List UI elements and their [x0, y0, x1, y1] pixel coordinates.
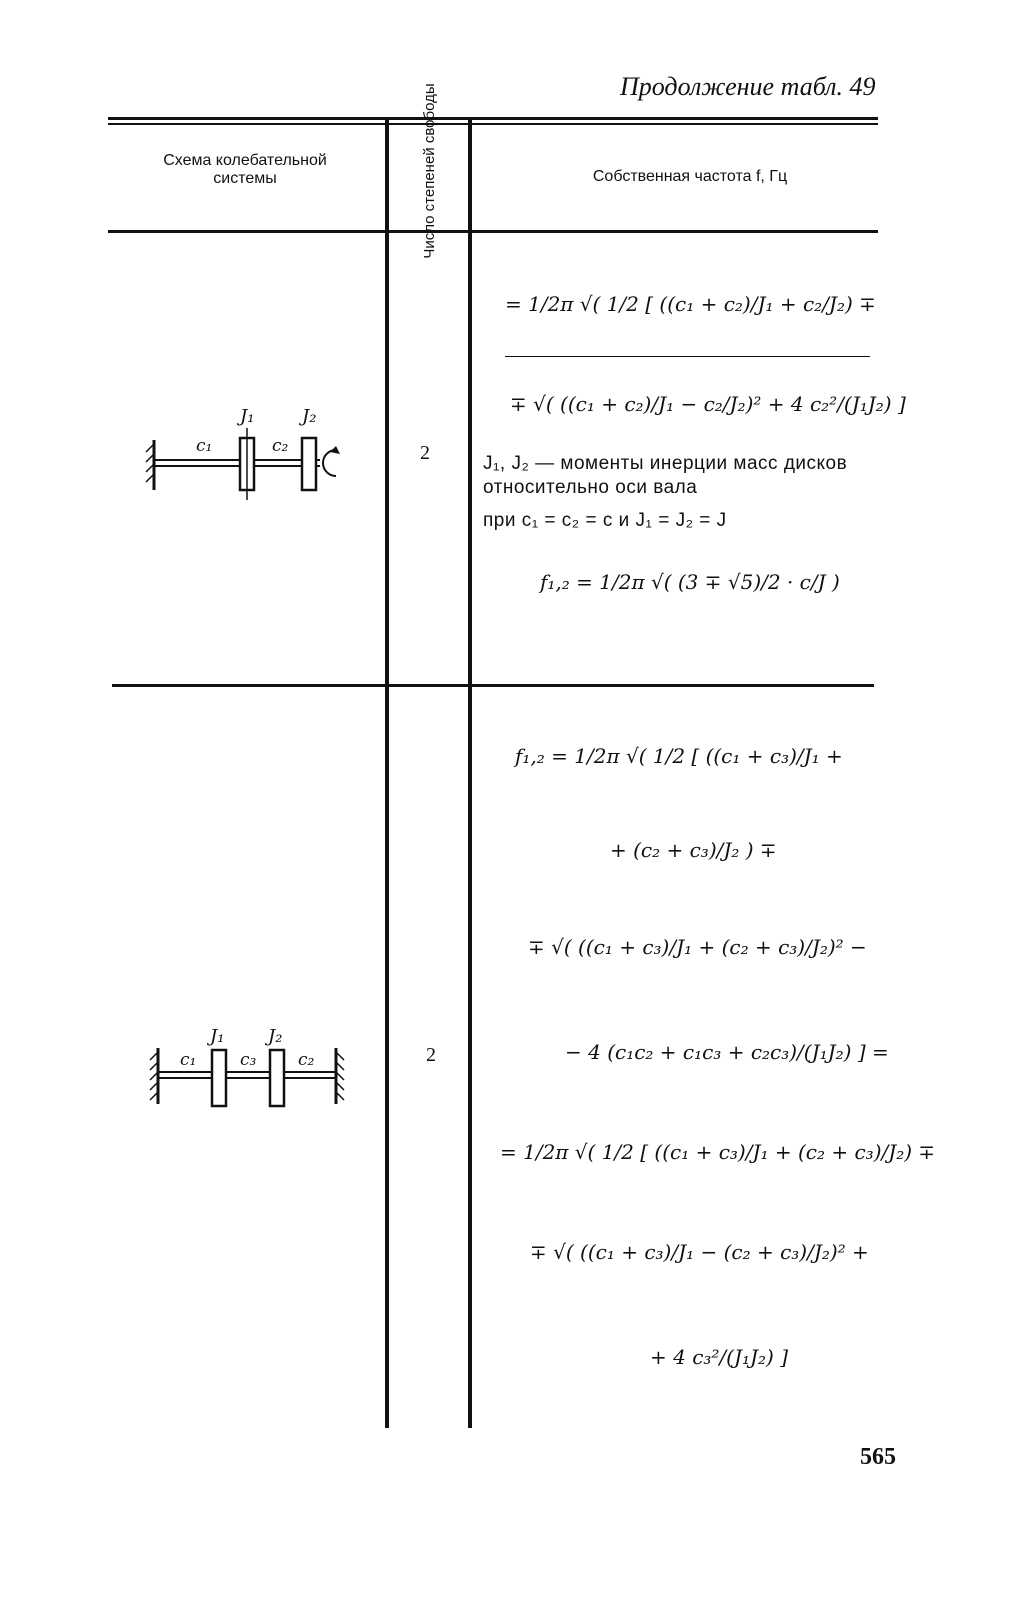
- row2-dof: 2: [426, 1044, 436, 1066]
- row-separator: [112, 684, 874, 687]
- row2-formula-line7: + 4 c₃²/(J₁J₂) ]: [650, 1345, 789, 1369]
- row1-label-c2: c₂: [272, 436, 289, 456]
- row1-note: J₁, J₂ — моменты инерции масс дисков отн…: [483, 453, 848, 498]
- row2-label-c1: c₁: [180, 1050, 197, 1070]
- row2-formula-line4: − 4 (c₁c₂ + c₁c₃ + c₂c₃)/(J₁J₂) ] =: [565, 1040, 889, 1064]
- row2-formula-line6: ∓ √( ((c₁ + c₃)/J₁ − (c₂ + c₃)/J₂)² +: [530, 1240, 869, 1264]
- row2-label-c2: c₂: [298, 1050, 315, 1070]
- table-top-rule: [108, 117, 878, 120]
- row1-dof: 2: [420, 442, 430, 464]
- col-sep-2: [468, 118, 472, 1428]
- page-number: 565: [860, 1444, 896, 1470]
- row2-label-c3: c₃: [240, 1050, 257, 1070]
- row2-formula-line3: ∓ √( ((c₁ + c₃)/J₁ + (c₂ + c₃)/J₂)² −: [528, 935, 867, 959]
- col-header-dof: Число степеней свободы: [421, 83, 438, 259]
- row1-radical-ext: [505, 356, 870, 357]
- row2-label-j1: J₁: [210, 1026, 225, 1047]
- row2-label-j2: J₂: [268, 1026, 283, 1047]
- header-bottom-rule: [108, 230, 878, 233]
- row2-formula-line1: f₁,₂ = 1/2π √( 1/2 [ ((c₁ + c₃)/J₁ +: [515, 744, 843, 768]
- row1-label-c1: c₁: [196, 436, 213, 456]
- row2-scheme-diagram: [149, 1048, 345, 1108]
- row1-formula-line1: = 1/2π √( 1/2 [ ((c₁ + c₂)/J₁ + c₂/J₂) ∓: [505, 292, 876, 316]
- row1-formula-line2: ∓ √( ((c₁ + c₂)/J₁ − c₂/J₂)² + 4 c₂²/(J₁…: [510, 392, 906, 416]
- row1-label-j1: J₁: [240, 406, 255, 427]
- table-top-rule-2: [108, 123, 878, 125]
- continuation-caption: Продолжение табл. 49: [620, 72, 876, 101]
- col-header-frequency: Собственная частота f, Гц: [592, 168, 788, 185]
- row2-formula-line5: = 1/2π √( 1/2 [ ((c₁ + c₃)/J₁ + (c₂ + c₃…: [500, 1140, 936, 1164]
- row1-condition: при c₁ = c₂ = c и J₁ = J₂ = J: [483, 510, 727, 531]
- col-sep-1: [385, 118, 389, 1428]
- col-header-scheme: Схема колебательной системы: [163, 152, 327, 187]
- row1-result: f₁,₂ = 1/2π √( (3 ∓ √5)/2 · c/J ): [540, 570, 840, 594]
- row1-scheme-diagram: [145, 428, 340, 500]
- row2-formula-line2: + (c₂ + c₃)/J₂ ) ∓: [610, 838, 777, 862]
- row1-label-j2: J₂: [302, 406, 317, 427]
